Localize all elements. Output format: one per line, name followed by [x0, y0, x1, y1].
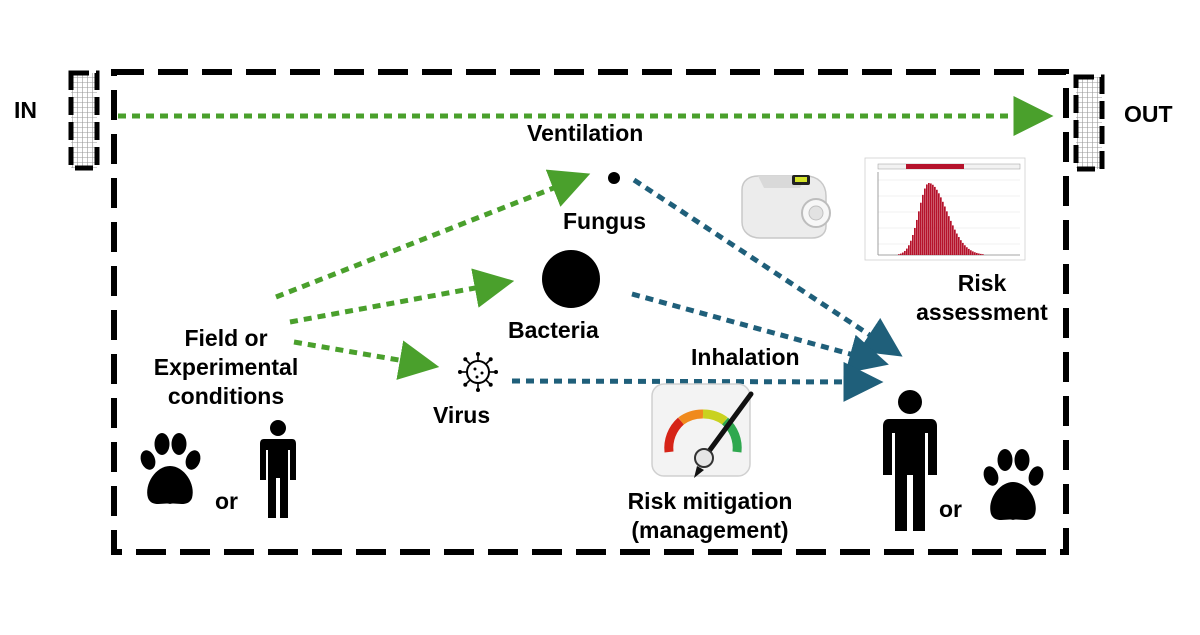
risk-assessment-line-1: Risk — [957, 270, 1007, 296]
inlet-filter — [68, 70, 100, 171]
histogram-bar — [920, 202, 922, 255]
virus-dispersion-arrow — [293, 339, 440, 380]
histogram-bar — [956, 233, 958, 255]
source-conditions-label: Field or Experimental conditions — [112, 324, 340, 411]
histogram-bar — [934, 186, 936, 255]
histogram-bar — [928, 183, 930, 255]
paw-icon — [983, 449, 1044, 520]
bacteria-label: Bacteria — [508, 317, 599, 343]
histogram-bar — [946, 211, 948, 255]
histogram-bar — [916, 219, 918, 255]
histogram-bar — [974, 252, 976, 255]
histogram-bar — [950, 220, 952, 255]
histogram-bar — [964, 245, 966, 255]
person-icon — [260, 420, 296, 518]
histogram-bar — [962, 242, 964, 255]
risk-mitigation-label: Risk mitigation (management) — [596, 487, 824, 545]
histogram-bar — [976, 252, 978, 255]
histogram-bar — [940, 197, 942, 255]
histogram-bar — [906, 248, 908, 255]
virus-icon — [458, 352, 498, 392]
histogram-bar — [980, 253, 982, 255]
inhalation-label: Inhalation — [691, 344, 800, 370]
gauge-icon — [651, 383, 754, 478]
histogram-bar — [912, 234, 914, 255]
histogram-chart-icon — [864, 157, 1026, 261]
fungus-inhalation-arrow — [632, 177, 903, 357]
virus-label: Virus — [433, 402, 491, 428]
histogram-bar — [922, 194, 924, 255]
sampler-device-icon — [741, 175, 831, 239]
virus-inhalation-arrow — [511, 361, 884, 402]
bacteria-dispersion-arrow — [289, 268, 515, 325]
person-icon — [883, 390, 937, 531]
histogram-bar — [914, 227, 916, 255]
histogram-bar — [900, 253, 902, 255]
histogram-bar — [944, 206, 946, 255]
outlet-filter — [1073, 74, 1105, 172]
out-label: OUT — [1124, 101, 1173, 127]
histogram-bar — [948, 216, 950, 255]
fungus-label: Fungus — [563, 208, 647, 234]
histogram-bar — [954, 229, 956, 255]
histogram-bar — [972, 251, 974, 255]
histogram-bar — [932, 184, 934, 255]
in-label: IN — [14, 97, 37, 123]
histogram-bar — [936, 189, 938, 255]
histogram-bar — [910, 240, 912, 255]
histogram-bar — [898, 254, 900, 255]
fungus-dispersion-arrow — [275, 169, 591, 300]
histogram-bar — [978, 253, 980, 255]
risk-assessment-line-2: assessment — [916, 299, 1048, 325]
histogram-bar — [952, 225, 954, 255]
histogram-bar — [924, 188, 926, 255]
histogram-bar — [930, 183, 932, 255]
histogram-bar — [982, 254, 984, 255]
risk-mitigation-line-2: (management) — [631, 517, 789, 543]
risk-mitigation-line-1: Risk mitigation — [627, 488, 793, 514]
source-line-2: Experimental — [153, 354, 299, 380]
enclosure-border — [111, 69, 1069, 555]
histogram-bar — [966, 247, 968, 255]
ventilation-label: Ventilation — [527, 120, 644, 146]
histogram-bar — [968, 248, 970, 255]
paw-icon — [140, 433, 201, 504]
or-label-right: or — [939, 496, 962, 522]
source-line-1: Field or — [184, 325, 268, 351]
histogram-bar — [942, 201, 944, 255]
source-line-3: conditions — [167, 383, 285, 409]
histogram-bar — [918, 211, 920, 255]
histogram-bar — [904, 250, 906, 255]
histogram-bar — [960, 240, 962, 255]
histogram-bar — [908, 245, 910, 255]
histogram-bar — [970, 250, 972, 255]
fungus-particle — [608, 172, 620, 184]
histogram-bar — [938, 193, 940, 255]
or-label-left: or — [215, 488, 238, 514]
histogram-bar — [958, 237, 960, 255]
histogram-bar — [902, 252, 904, 255]
histogram-bar — [926, 184, 928, 255]
bacteria-particle — [542, 250, 600, 308]
risk-assessment-label: Risk assessment — [899, 269, 1065, 327]
